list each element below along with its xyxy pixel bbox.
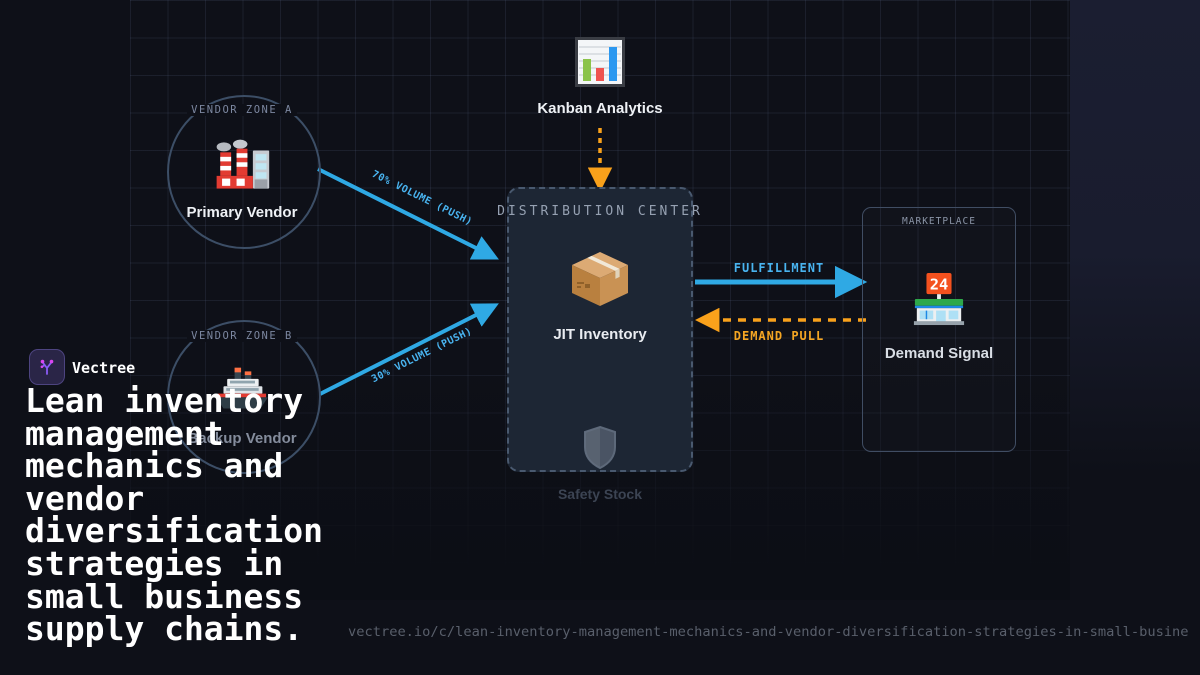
jit-inventory-label: JIT Inventory [553,326,647,343]
canonical-url: vectree.io/c/lean-inventory-management-m… [348,624,1189,640]
brand-name: Vectree [72,359,136,377]
backup-vendor-label: Backup Vendor [187,430,297,447]
flow-demand-pull-label: DEMAND PULL [733,329,825,343]
marketplace-box [862,207,1016,452]
vendor-zone-b-label: VENDOR ZONE B [142,330,342,342]
shield-icon [584,425,616,469]
factory-icon [216,139,270,189]
distribution-center-box [507,187,693,472]
marketplace-title: MARKETPLACE [902,216,976,227]
vendor-zone-a-label: VENDOR ZONE A [142,104,342,116]
demand-signal-label: Demand Signal [884,345,994,362]
vendor-zone-b-circle [167,320,321,474]
distribution-center-title: DISTRIBUTION CENTER [497,204,703,219]
kanban-analytics-label: Kanban Analytics [537,100,663,117]
safety-stock-label: Safety Stock [557,486,643,502]
bar-chart-icon [575,37,625,87]
package-icon [572,252,628,306]
vectree-logo [29,349,65,385]
flow-fulfillment-label: FULFILLMENT [733,261,825,275]
background-glow [1070,0,1200,560]
store-sign-text: 24 [930,275,949,293]
cargo-ship-icon [216,367,268,409]
convenience-store-icon: 24 [913,272,965,326]
page-title: Lean inventory management mechanics and … [25,381,324,649]
vendor-zone-a-circle [167,95,321,249]
vectree-branch-icon [40,359,54,375]
primary-vendor-label: Primary Vendor [186,204,298,221]
